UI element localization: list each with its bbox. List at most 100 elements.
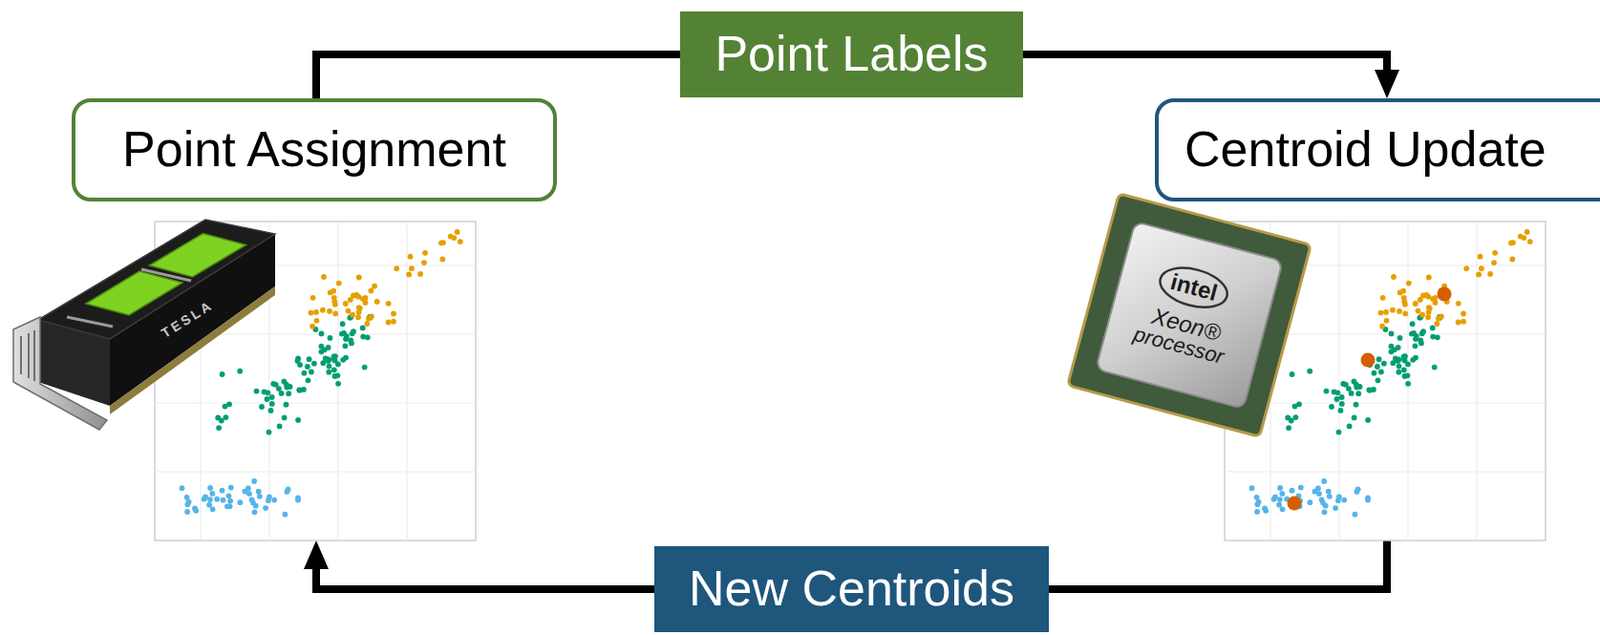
data-point [1396, 308, 1403, 315]
data-point [1401, 295, 1408, 301]
data-point [325, 369, 332, 376]
data-point [256, 493, 263, 500]
data-point [249, 496, 256, 503]
cpu-chip-picture [1067, 193, 1312, 438]
data-point [179, 485, 186, 491]
data-point [264, 396, 271, 403]
gpu-vent [27, 333, 30, 379]
data-point [1412, 342, 1419, 349]
data-point [1307, 499, 1314, 506]
data-point [1332, 505, 1339, 512]
data-point [219, 371, 226, 378]
data-point [363, 320, 370, 327]
data-point [1312, 489, 1319, 495]
data-point [1280, 506, 1286, 512]
intel-logo-ring [1155, 261, 1232, 315]
data-point [1365, 386, 1372, 393]
data-point [295, 497, 301, 504]
data-point [266, 429, 273, 436]
data-point [192, 508, 199, 514]
data-point [342, 300, 349, 307]
data-point [1381, 361, 1387, 367]
data-point [1254, 494, 1260, 501]
data-point [371, 283, 378, 290]
data-point [421, 259, 427, 266]
data-point [422, 250, 428, 256]
data-point [1429, 325, 1436, 332]
data-point [405, 272, 412, 278]
data-point [1463, 265, 1470, 272]
data-point [1351, 415, 1358, 422]
data-point [335, 372, 342, 379]
data-point [1353, 402, 1360, 408]
data-point [209, 490, 215, 497]
edge-label-box: New Centroids [654, 546, 1049, 633]
data-point [1355, 487, 1362, 493]
cpu-heat-spreader [1095, 221, 1283, 409]
data-point [1406, 280, 1412, 287]
data-point [220, 497, 227, 504]
data-point [332, 353, 339, 360]
data-point [1293, 414, 1300, 421]
data-point [1412, 300, 1419, 307]
data-point [1492, 250, 1498, 256]
data-point [355, 314, 362, 320]
box-label: Point Assignment [122, 121, 507, 179]
data-point [319, 348, 325, 355]
data-point [1460, 311, 1467, 318]
data-point [408, 265, 415, 272]
data-point [1277, 496, 1283, 503]
data-point [332, 311, 339, 318]
data-point [1289, 488, 1296, 494]
data-point [362, 295, 369, 301]
data-point [1491, 259, 1497, 266]
data-point [360, 334, 366, 341]
data-point [330, 288, 337, 295]
data-point [295, 356, 301, 363]
data-point [271, 497, 278, 504]
data-point [438, 240, 445, 247]
data-point [1455, 300, 1462, 307]
data-point [1375, 377, 1382, 384]
data-point [214, 415, 221, 422]
data-point [258, 404, 265, 410]
data-point [1380, 295, 1387, 301]
data-point [305, 377, 312, 384]
data-point [1423, 292, 1430, 299]
data-point [295, 417, 301, 424]
grid-line [154, 402, 476, 404]
data-point [1509, 256, 1515, 263]
data-point [1409, 320, 1416, 327]
centroid-marker [1361, 353, 1376, 368]
data-point [1254, 509, 1260, 515]
data-point [269, 401, 276, 407]
data-point [281, 415, 288, 422]
data-point [374, 298, 381, 305]
data-point [184, 509, 191, 515]
data-point [327, 335, 334, 342]
data-point [1334, 396, 1341, 403]
data-point [336, 280, 342, 287]
data-point [360, 325, 366, 332]
data-point [283, 402, 290, 408]
data-point [385, 320, 392, 326]
data-point [1365, 417, 1371, 424]
data-point [1415, 308, 1422, 315]
data-point [1438, 314, 1445, 320]
data-point [340, 320, 346, 327]
data-point [1395, 369, 1402, 376]
data-point [1339, 401, 1345, 407]
data-point [343, 333, 350, 340]
data-point [226, 492, 233, 499]
data-point [1338, 407, 1344, 414]
process-box: Centroid Update [1154, 98, 1600, 202]
data-point [1400, 288, 1407, 295]
data-point [319, 331, 325, 338]
data-point [1355, 390, 1362, 397]
data-point [320, 274, 327, 280]
data-point [1409, 357, 1416, 363]
data-point [252, 509, 258, 515]
data-point [340, 357, 346, 363]
gpu-green-panel [149, 234, 247, 278]
data-point [308, 310, 315, 317]
